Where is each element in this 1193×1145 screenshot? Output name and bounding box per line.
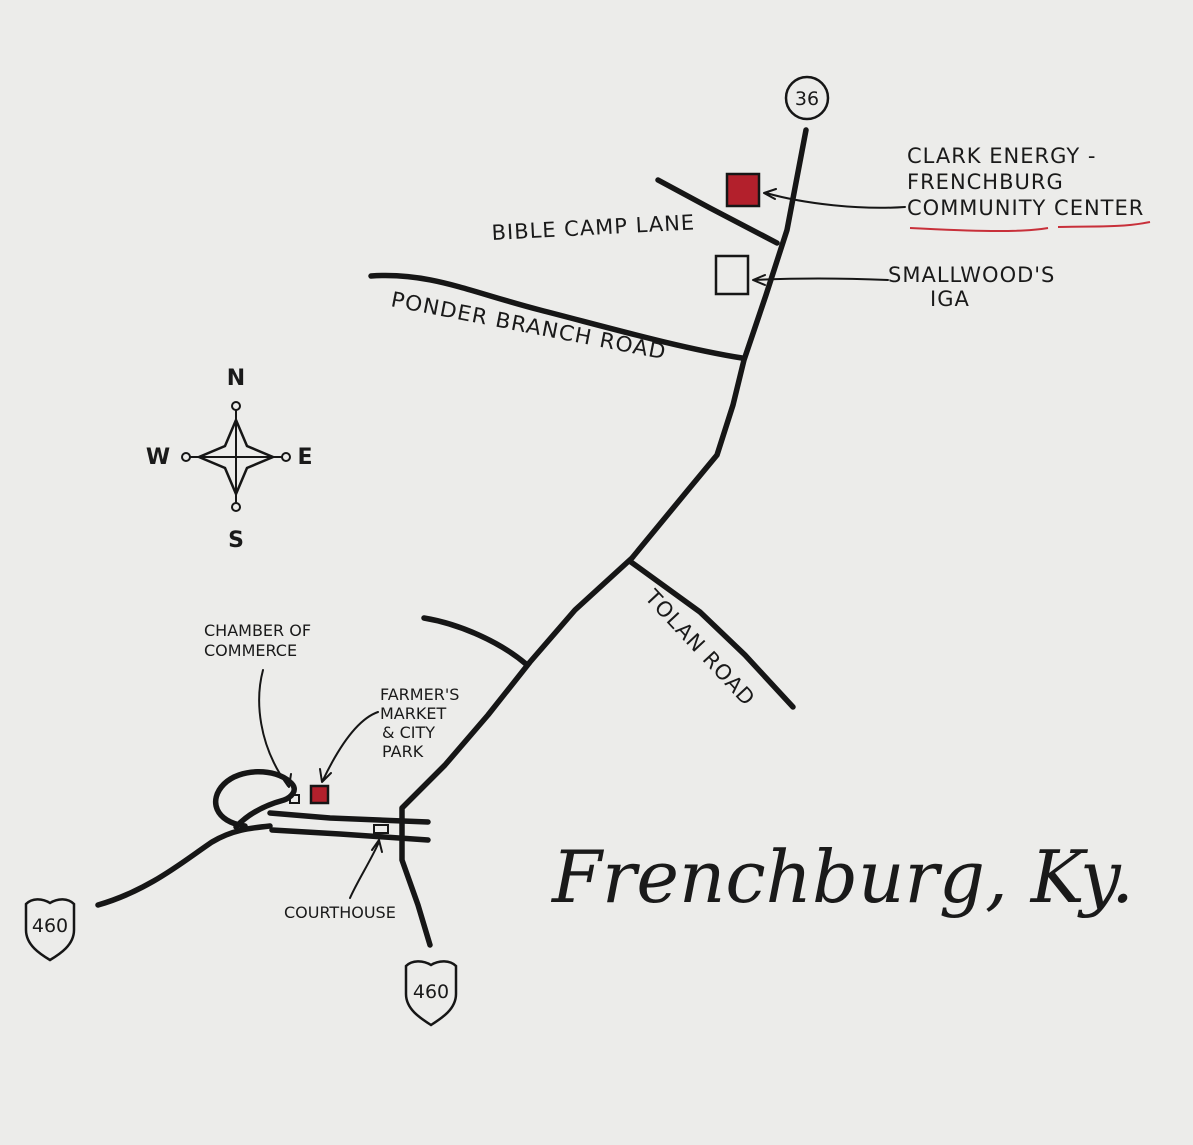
- chamber-line-2: COMMERCE: [204, 641, 297, 660]
- label-chamber: CHAMBER OF COMMERCE: [204, 621, 311, 660]
- road-ponder-branch: [368, 272, 745, 361]
- route-36-marker: 36: [784, 75, 830, 121]
- road-bible-camp-lane: [655, 177, 780, 246]
- iga-line-2: IGA: [930, 287, 970, 311]
- community-center-marker[interactable]: [725, 172, 761, 208]
- label-bible-camp-lane: BIBLE CAMP LANE: [491, 210, 696, 245]
- label-farmers-market: FARMER'S MARKET & CITY PARK: [380, 685, 459, 761]
- label-iga: SMALLWOOD'S IGA: [888, 263, 1055, 311]
- farmers-market-marker[interactable]: [309, 784, 330, 805]
- arrow-farmers-market: [319, 711, 379, 783]
- compass-node-w: [181, 452, 191, 462]
- road-main-street-north: [267, 810, 431, 825]
- chamber-marker[interactable]: [289, 794, 300, 804]
- shield-icon: [404, 960, 458, 1027]
- community-center-line-2: FRENCHBURG: [907, 170, 1064, 194]
- road-highway-36: [399, 127, 809, 948]
- compass-north-label: N: [227, 366, 245, 391]
- buildings: [289, 172, 761, 834]
- arrow-courthouse: [349, 839, 383, 899]
- compass-node-s: [231, 502, 241, 512]
- label-courthouse: COURTHOUSE: [284, 903, 396, 922]
- courthouse-marker[interactable]: [373, 824, 389, 834]
- leader-arrows: [258, 188, 1151, 899]
- roads: [95, 127, 809, 948]
- farmers-market-line-2: MARKET: [380, 704, 446, 723]
- arrow-iga: [752, 274, 889, 286]
- road-highway-460-west: [95, 823, 273, 908]
- road-spur: [421, 615, 529, 667]
- arrow-chamber: [258, 669, 292, 788]
- community-center-line-3: COMMUNITY CENTER: [907, 196, 1144, 220]
- route-36-circle: [784, 75, 830, 121]
- map-title: Frenchburg, Ky.: [550, 835, 1134, 919]
- road-tolan: [628, 559, 796, 710]
- highway-460-west-label: 460: [32, 915, 68, 937]
- farmers-market-line-3: & CITY: [382, 723, 435, 742]
- compass-node-n: [231, 401, 241, 411]
- label-ponder-branch-road: PONDER BRANCH ROAD: [389, 287, 668, 364]
- community-center-line-1: CLARK ENERGY -: [907, 144, 1096, 168]
- compass-west-label: W: [146, 445, 170, 470]
- compass-node-e: [281, 452, 291, 462]
- highway-460-shield-south: 460: [404, 960, 458, 1027]
- highway-460-shield-west: 460: [24, 898, 76, 962]
- iga-marker[interactable]: [714, 254, 750, 296]
- highway-460-south-label: 460: [413, 981, 449, 1003]
- community-underline-2: [1057, 221, 1151, 228]
- compass-rose-icon: N S W E: [146, 366, 313, 553]
- community-underline-1: [909, 227, 1049, 233]
- compass-star: [195, 416, 277, 498]
- chamber-line-1: CHAMBER OF: [204, 621, 311, 640]
- farmers-market-line-4: PARK: [382, 742, 424, 761]
- iga-line-1: SMALLWOOD'S: [888, 263, 1055, 287]
- compass-east-label: E: [297, 445, 312, 470]
- shield-icon: [24, 898, 76, 962]
- label-tolan-road: TOLAN ROAD: [640, 584, 760, 710]
- label-community-center: CLARK ENERGY - FRENCHBURG COMMUNITY CENT…: [907, 144, 1144, 220]
- farmers-market-line-1: FARMER'S: [380, 685, 459, 704]
- route-36-label: 36: [795, 88, 819, 110]
- compass-south-label: S: [228, 528, 244, 553]
- road-loop: [212, 769, 297, 830]
- road-main-street-south: [269, 827, 431, 843]
- arrow-community-center: [763, 188, 906, 209]
